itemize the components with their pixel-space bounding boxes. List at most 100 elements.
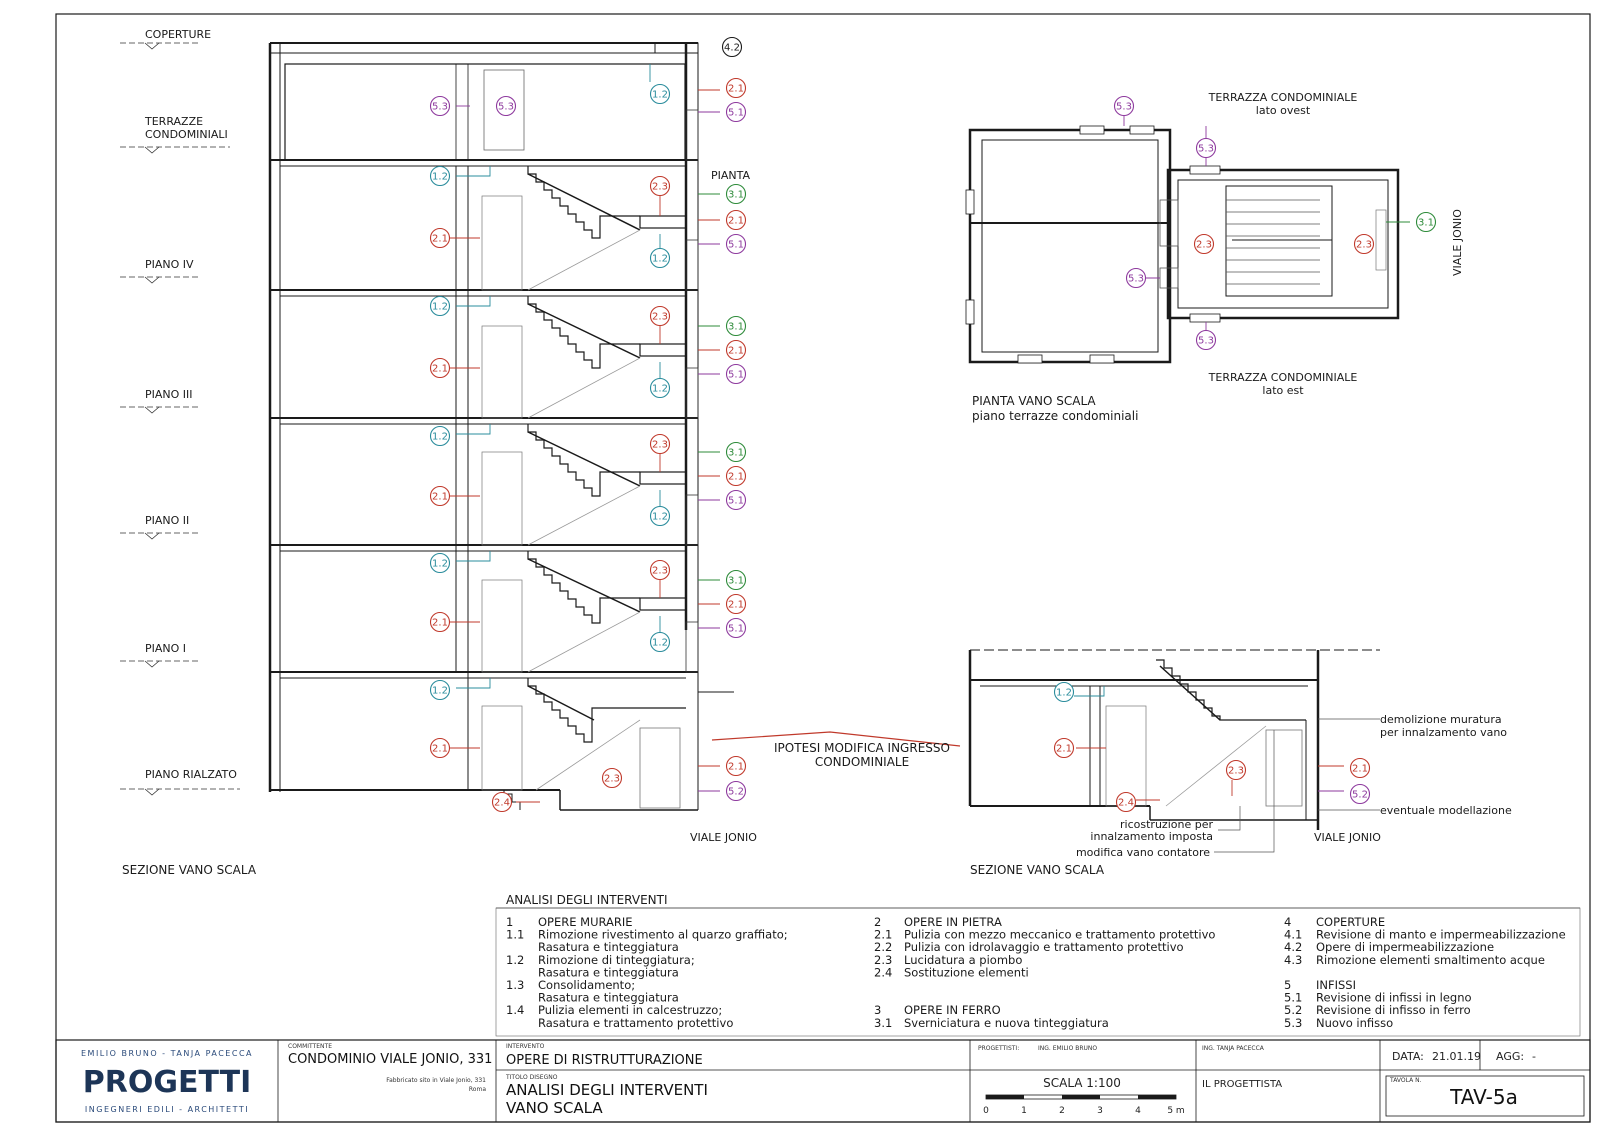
- legend-text: Lucidatura a piombo: [904, 953, 1022, 967]
- legend-text: Opere di impermeabilizzazione: [1316, 940, 1494, 954]
- legend-code: 1.2: [506, 953, 524, 967]
- legend-code: 2: [874, 915, 881, 929]
- il-progettista-label: IL PROGETTISTA: [1202, 1079, 1282, 1090]
- marker-2-3: 2.3: [649, 175, 671, 197]
- legend-code: 3: [874, 1003, 881, 1017]
- marker-5-1: 5.1: [725, 489, 747, 511]
- detail-labels: demolizione muratura per innalzamento va…: [970, 713, 1512, 877]
- marker-2-1: 2.1: [1053, 737, 1075, 759]
- svg-text:2.1: 2.1: [728, 472, 744, 483]
- detail-note-contatore: modifica vano contatore: [1076, 846, 1210, 859]
- svg-text:2.3: 2.3: [652, 312, 668, 323]
- legend-code: 3.1: [874, 1016, 892, 1030]
- svg-text:1.2: 1.2: [652, 384, 668, 395]
- marker-2-3: 2.3: [1225, 759, 1247, 781]
- legend-code: 5.2: [1284, 1003, 1302, 1017]
- svg-text:5.3: 5.3: [498, 102, 514, 113]
- legend-code: 4.2: [1284, 940, 1302, 954]
- detail-caption: SEZIONE VANO SCALA: [970, 863, 1105, 877]
- ingresso-line-1: IPOTESI MODIFICA INGRESSO: [774, 741, 950, 755]
- scala-label: SCALA 1:100: [1043, 1076, 1121, 1090]
- marker-1-2: 1.2: [649, 83, 671, 105]
- section-stairs: [503, 166, 686, 810]
- level-piano-rialzato: PIANO RIALZATO: [120, 768, 240, 796]
- marker-2-1: 2.1: [429, 737, 451, 759]
- marker-1-2: 1.2: [429, 552, 451, 574]
- level-label-piano-iii: PIANO III: [145, 388, 193, 401]
- marker-1-2: 1.2: [1053, 681, 1075, 703]
- marker-5-1: 5.1: [725, 101, 747, 123]
- marker-2-1: 2.1: [429, 485, 451, 507]
- marker-3-1: 3.1: [725, 183, 747, 205]
- svg-text:1.2: 1.2: [432, 559, 448, 570]
- legend-text: Pulizia con mezzo meccanico e trattament…: [904, 928, 1215, 942]
- svg-text:1.2: 1.2: [652, 638, 668, 649]
- pianta-label: PIANTA: [711, 169, 750, 182]
- svg-text:1.2: 1.2: [432, 432, 448, 443]
- data-value: 21.01.19: [1432, 1050, 1481, 1063]
- detail-note-ricostruzione: ricostruzione per: [1120, 818, 1213, 831]
- svg-text:2.1: 2.1: [728, 84, 744, 95]
- legend-code: 1.3: [506, 978, 524, 992]
- level-label-piano-i: PIANO I: [145, 642, 186, 655]
- legend-text: COPERTURE: [1316, 915, 1385, 929]
- firm-logo: PROGETTI: [83, 1065, 252, 1100]
- title-block: EMILIO BRUNO - TANJA PACECCA PROGETTI IN…: [55, 1039, 1591, 1123]
- svg-text:3.1: 3.1: [728, 448, 744, 459]
- marker-2-4: 2.4: [491, 791, 513, 813]
- marker-2-3: 2.3: [1353, 233, 1375, 255]
- marker-1-2: 1.2: [649, 505, 671, 527]
- legend-text: Rasatura e trattamento protettivo: [538, 1016, 733, 1030]
- level-label-coperture: COPERTURE: [145, 28, 211, 41]
- svg-text:3.1: 3.1: [1418, 218, 1434, 229]
- plan-bottom-label-1: TERRAZZA CONDOMINIALE: [1208, 371, 1358, 384]
- legend-code: 2.4: [874, 965, 892, 979]
- marker-2-1: 2.1: [1349, 757, 1371, 779]
- svg-text:1.2: 1.2: [432, 302, 448, 313]
- marker-5-3: 5.3: [1113, 95, 1135, 117]
- marker-2-3: 2.3: [1193, 233, 1215, 255]
- legend-text: Sverniciatura e nuova tinteggiatura: [904, 1016, 1109, 1030]
- marker-2-1: 2.1: [725, 465, 747, 487]
- svg-text:1.2: 1.2: [652, 254, 668, 265]
- svg-text:5.1: 5.1: [728, 370, 744, 381]
- marker-2-1: 2.1: [429, 357, 451, 379]
- level-label-piano-ii: PIANO II: [145, 514, 189, 527]
- svg-text:5.2: 5.2: [1352, 790, 1368, 801]
- legend-item: Rasatura e trattamento protettivo: [538, 1016, 733, 1030]
- svg-text:5.1: 5.1: [728, 240, 744, 251]
- progettista-2: ING. TANJA PACECCA: [1202, 1045, 1265, 1052]
- svg-text:1.2: 1.2: [1056, 688, 1072, 699]
- marker-2-1: 2.1: [429, 227, 451, 249]
- svg-text:2.3: 2.3: [1228, 766, 1244, 777]
- svg-text:3.1: 3.1: [728, 190, 744, 201]
- marker-2-3: 2.3: [649, 559, 671, 581]
- legend-text: Sostituzione elementi: [904, 965, 1029, 979]
- marker-5-1: 5.1: [725, 233, 747, 255]
- svg-text:2.3: 2.3: [604, 774, 620, 785]
- marker-3-1: 3.1: [725, 569, 747, 591]
- agg-value: -: [1532, 1050, 1536, 1063]
- svg-text:5.2: 5.2: [728, 787, 744, 798]
- progettista-1: ING. EMILIO BRUNO: [1038, 1045, 1097, 1052]
- intervento-label: INTERVENTO: [506, 1043, 545, 1050]
- svg-text:2.1: 2.1: [432, 234, 448, 245]
- progettisti-label: PROGETTISTI:: [978, 1045, 1019, 1052]
- plan-caption-2: piano terrazze condominiali: [972, 409, 1138, 423]
- tavola-label: TAVOLA N.: [1389, 1077, 1422, 1084]
- marker-2-1: 2.1: [429, 611, 451, 633]
- legend-code: 2.3: [874, 953, 892, 967]
- plan-top-label-1: TERRAZZA CONDOMINIALE: [1208, 91, 1358, 104]
- svg-text:2.3: 2.3: [652, 440, 668, 451]
